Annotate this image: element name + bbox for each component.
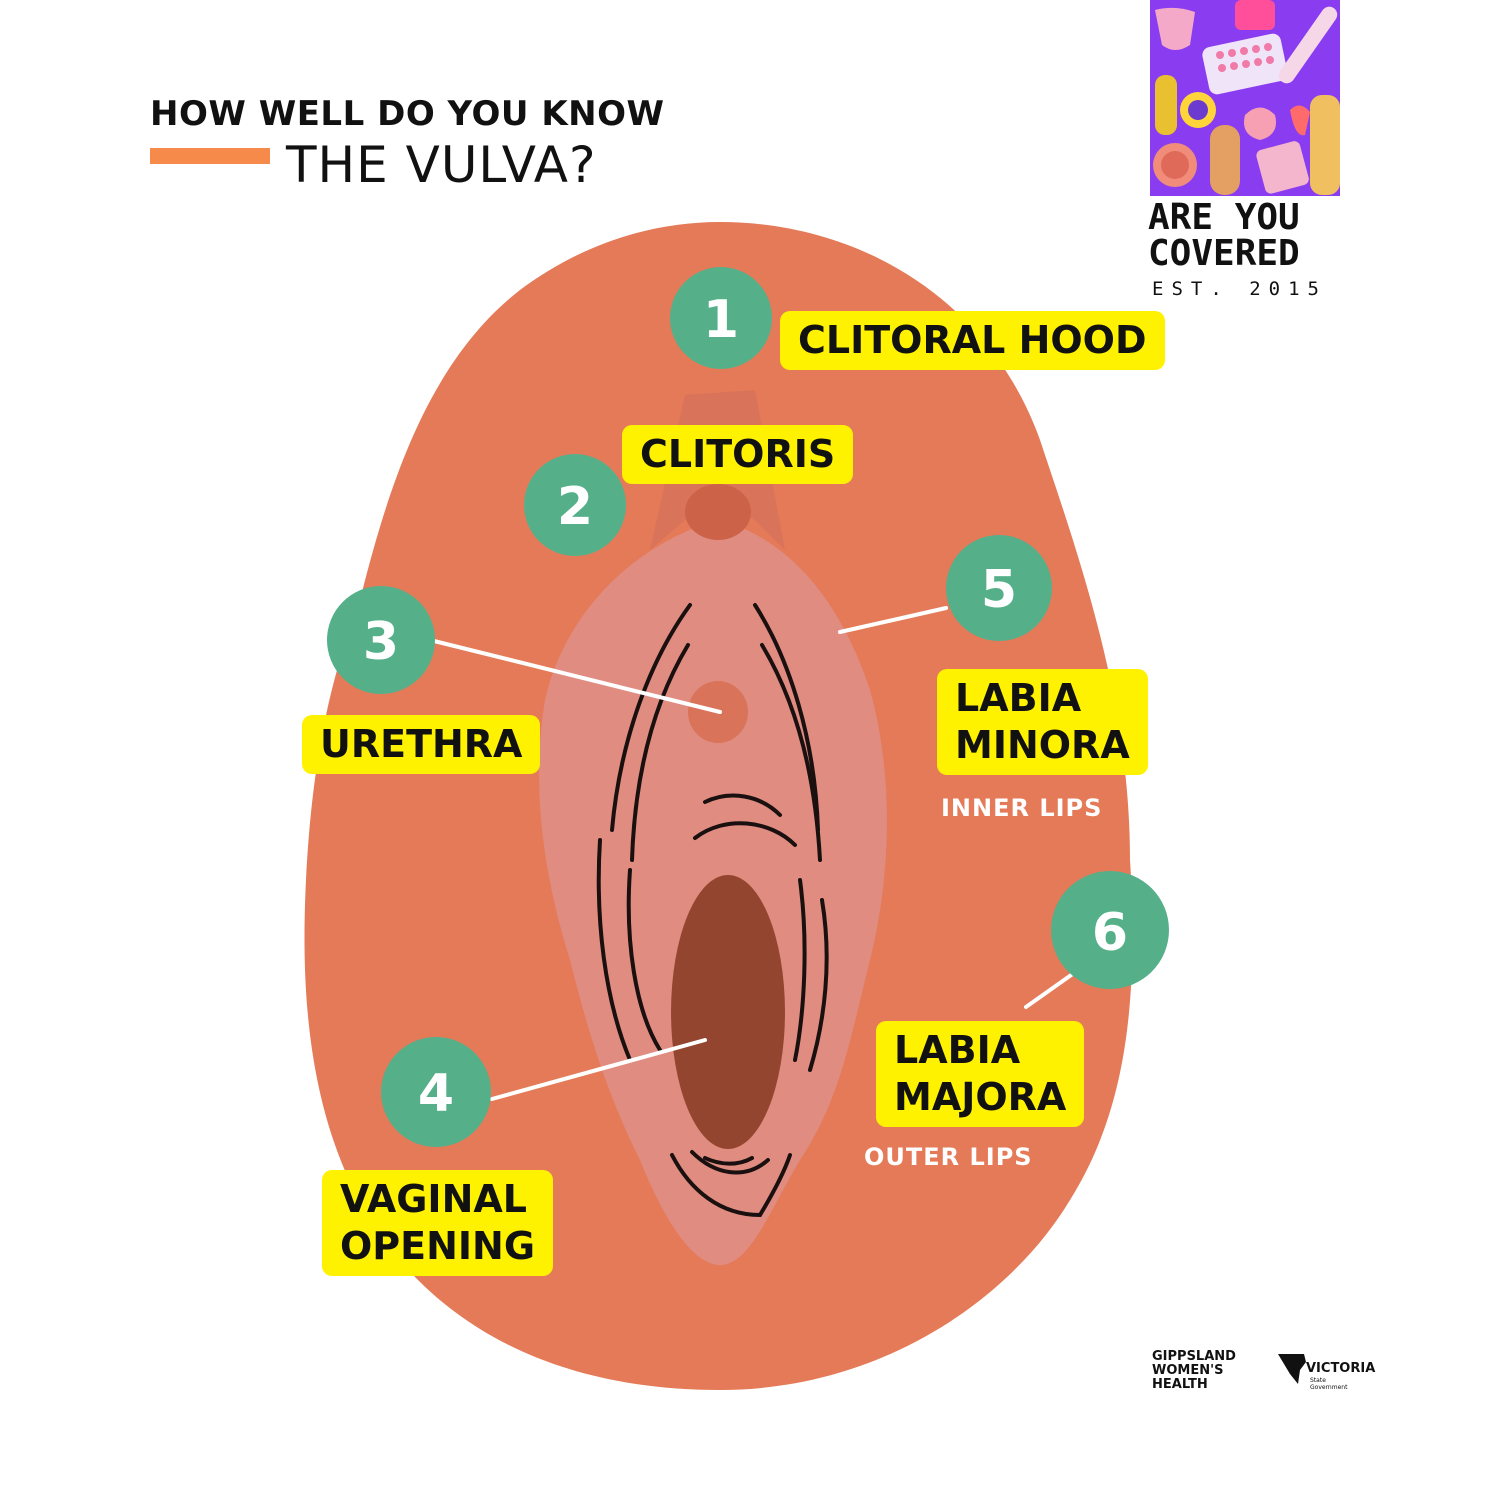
number-4: 4: [418, 1064, 454, 1124]
leader-lines: [428, 606, 1076, 1101]
label-urethra: URETHRA: [302, 715, 541, 774]
org-line-1: GIPPSLAND: [1152, 1349, 1236, 1364]
fold-lines: [596, 603, 829, 1218]
label-clitoral-hood: CLITORAL HOOD: [780, 311, 1165, 370]
org-line-3: HEALTH: [1152, 1377, 1208, 1392]
circle-6: [1051, 871, 1169, 989]
label-vaginal-opening-line-2: OPENING: [340, 1224, 536, 1268]
number-2: 2: [557, 477, 593, 537]
brand-established: EST. 2015: [1152, 278, 1327, 300]
victoria-wordmark: VICTORIA: [1306, 1361, 1376, 1376]
label-labia-majora: LABIA MAJORA: [876, 1021, 1085, 1127]
number-5: 5: [981, 560, 1017, 620]
brand-line-2: COVERED: [1148, 233, 1300, 274]
sublabel-outer-lips: OUTER LIPS: [864, 1143, 1033, 1171]
gov-sub-line-2: Government: [1310, 1384, 1348, 1391]
number-1: 1: [703, 290, 739, 350]
victoria-map-icon: [1278, 1354, 1306, 1384]
collage-icon: [1150, 0, 1340, 196]
label-labia-majora-line-2: MAJORA: [894, 1075, 1067, 1119]
number-circles: [327, 267, 1169, 1147]
gippsland-womens-health-logo: GIPPSLAND WOMEN'S HEALTH: [1152, 1350, 1272, 1392]
label-labia-minora-line-2: MINORA: [955, 723, 1130, 767]
vaginal-opening-shape: [671, 875, 785, 1149]
org-line-2: WOMEN'S: [1152, 1363, 1224, 1378]
label-vaginal-opening-line-1: VAGINAL: [340, 1177, 527, 1221]
sublabel-inner-lips: INNER LIPS: [941, 794, 1103, 822]
gov-sub-line-1: State: [1310, 1377, 1326, 1384]
circle-3: [327, 586, 435, 694]
circle-2: [524, 454, 626, 556]
title-accent-bar: [150, 148, 270, 164]
number-6: 6: [1092, 903, 1128, 963]
circle-1: [670, 267, 772, 369]
label-labia-majora-line-1: LABIA: [894, 1028, 1021, 1072]
title-line-2: THE VULVA?: [286, 136, 597, 194]
victoria-state-government: State Government: [1310, 1377, 1360, 1391]
title-line-1: HOW WELL DO YOU KNOW: [150, 94, 665, 134]
number-3: 3: [363, 612, 399, 672]
brand-line-1: ARE YOU: [1148, 197, 1300, 238]
label-clitoris: CLITORIS: [622, 425, 854, 484]
label-vaginal-opening: VAGINAL OPENING: [322, 1170, 554, 1276]
circle-4: [381, 1037, 491, 1147]
circle-5: [946, 535, 1052, 641]
are-you-covered-illustration: [1150, 0, 1340, 196]
label-labia-minora: LABIA MINORA: [937, 669, 1148, 775]
brand-name: ARE YOU COVERED: [1148, 200, 1342, 272]
clitoris-shape: [685, 484, 751, 540]
label-labia-minora-line-1: LABIA: [955, 676, 1082, 720]
